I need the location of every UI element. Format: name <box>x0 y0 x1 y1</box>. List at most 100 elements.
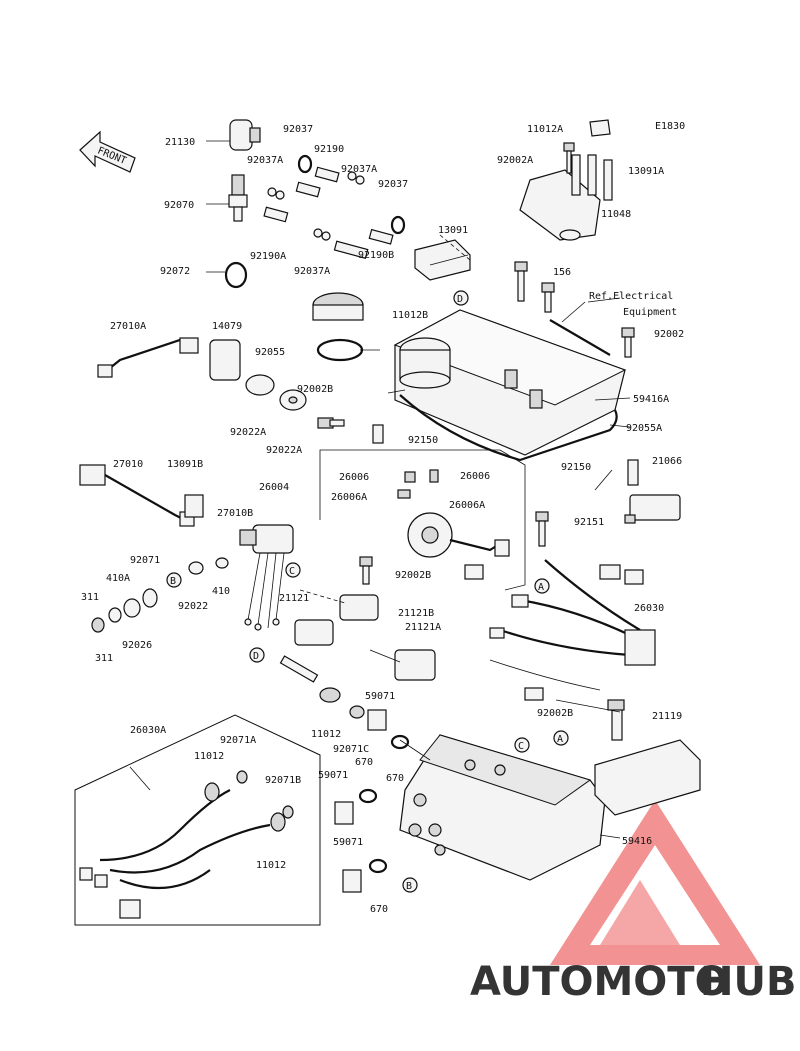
part-92070-plug <box>206 174 248 222</box>
label-13091B: 13091B <box>167 459 203 470</box>
label-11012A: 11012A <box>527 124 563 135</box>
callout-d1: D <box>457 294 463 305</box>
label-21121: 21121 <box>279 593 309 604</box>
subharness-box <box>74 714 321 926</box>
label-92071A: 92071A <box>220 735 256 746</box>
part-21121A-coil <box>369 649 436 681</box>
label-92002: 92002 <box>654 329 684 340</box>
reference-line-2: Equipment <box>623 307 677 318</box>
part-11012A-clip <box>589 119 611 137</box>
label-670-3: 670 <box>370 904 388 915</box>
callout-c2: C <box>518 741 524 752</box>
part-92002A-bolt <box>563 142 575 174</box>
watermark-part1: AUTOMOTO <box>470 959 729 1005</box>
callout-d2: D <box>253 651 259 662</box>
label-26030A: 26030A <box>130 725 166 736</box>
part-21119-module <box>594 699 701 816</box>
part-21130-sensor <box>206 119 261 151</box>
label-92002A: 92002A <box>497 155 533 166</box>
label-11048: 11048 <box>601 209 631 220</box>
label-92002B-2: 92002B <box>395 570 431 581</box>
label-21121A: 21121A <box>405 622 441 633</box>
part-92151-bolt <box>535 511 549 547</box>
label-670-2: 670 <box>386 773 404 784</box>
label-11012-1: 11012 <box>311 729 341 740</box>
label-311-1: 311 <box>81 592 99 603</box>
part-26004-switch <box>239 524 294 631</box>
label-13091: 13091 <box>438 225 468 236</box>
label-670-1: 670 <box>355 757 373 768</box>
label-92037A-1: 92037A <box>247 155 283 166</box>
label-14079: 14079 <box>212 321 242 332</box>
front-arrow-icon: FRONT <box>79 130 136 173</box>
label-92022A-1: 92022A <box>230 427 266 438</box>
label-92037-2: 92037 <box>378 179 408 190</box>
watermark-logo <box>550 800 760 965</box>
label-27010B: 27010B <box>217 508 253 519</box>
label-311-2: 311 <box>95 653 113 664</box>
leader-lines <box>129 297 631 839</box>
label-92037-top: 92037 <box>283 124 313 135</box>
label-26030: 26030 <box>634 603 664 614</box>
label-21066: 21066 <box>652 456 682 467</box>
label-92150-2: 92150 <box>561 462 591 473</box>
callout-c1: C <box>289 566 295 577</box>
watermark-part2: HUB <box>700 959 796 1005</box>
label-410A: 410A <box>106 573 130 584</box>
label-92055: 92055 <box>255 347 285 358</box>
part-14079-motor <box>209 339 307 411</box>
reference-line-1: Ref.Electrical <box>589 291 673 302</box>
label-92190A: 92190A <box>250 251 286 262</box>
part-92002B-bolt <box>317 417 345 429</box>
label-92022: 92022 <box>178 601 208 612</box>
label-92071C: 92071C <box>333 744 369 755</box>
label-410: 410 <box>212 586 230 597</box>
label-59071-1: 59071 <box>365 691 395 702</box>
part-11012-cap <box>279 655 341 703</box>
part-156-bolt <box>514 261 528 302</box>
part-92055-cap <box>312 292 364 321</box>
label-11012-2: 11012 <box>194 751 224 762</box>
label-59071-3: 59071 <box>333 837 363 848</box>
callout-b2: B <box>406 881 412 892</box>
label-92037A-3: 92037A <box>294 266 330 277</box>
label-92070: 92070 <box>164 200 194 211</box>
label-92072: 92072 <box>160 266 190 277</box>
label-27010A: 27010A <box>110 321 146 332</box>
callout-letters: D D B B C C A A <box>166 290 569 893</box>
part-26030-harness <box>489 559 656 701</box>
label-59416: 59416 <box>622 836 652 847</box>
label-26006A-1: 26006A <box>331 492 367 503</box>
part-21066-relay <box>624 459 681 524</box>
label-21130: 21130 <box>165 137 195 148</box>
label-92071: 92071 <box>130 555 160 566</box>
label-21121B: 21121B <box>398 608 434 619</box>
label-27010: 27010 <box>113 459 143 470</box>
part-92002B-center-bolt <box>359 556 373 585</box>
hose-group <box>263 154 406 259</box>
part-13091B-block <box>184 494 204 518</box>
label-26004: 26004 <box>259 482 289 493</box>
label-92150-1: 92150 <box>408 435 438 446</box>
label-13091A: 13091A <box>628 166 664 177</box>
label-26006A-2: 26006A <box>449 500 485 511</box>
label-26006-2: 26006 <box>460 471 490 482</box>
part-13091-block <box>414 234 471 281</box>
label-92190B: 92190B <box>358 250 394 261</box>
label-92026: 92026 <box>122 640 152 651</box>
part-27010-cable <box>79 464 195 527</box>
part-92055-oring <box>316 338 364 362</box>
diagram-code: E1830 <box>655 121 685 132</box>
part-92072-clip <box>206 261 248 289</box>
part-11048-bracket <box>519 154 613 241</box>
label-92002B-1: 92002B <box>297 384 333 395</box>
label-156: 156 <box>553 267 571 278</box>
label-92190: 92190 <box>314 144 344 155</box>
label-26006-1: 26006 <box>339 472 369 483</box>
part-21121-coil <box>294 589 379 646</box>
label-59071-2: 59071 <box>318 770 348 781</box>
callout-a1: A <box>538 582 544 593</box>
label-11012B: 11012B <box>392 310 428 321</box>
